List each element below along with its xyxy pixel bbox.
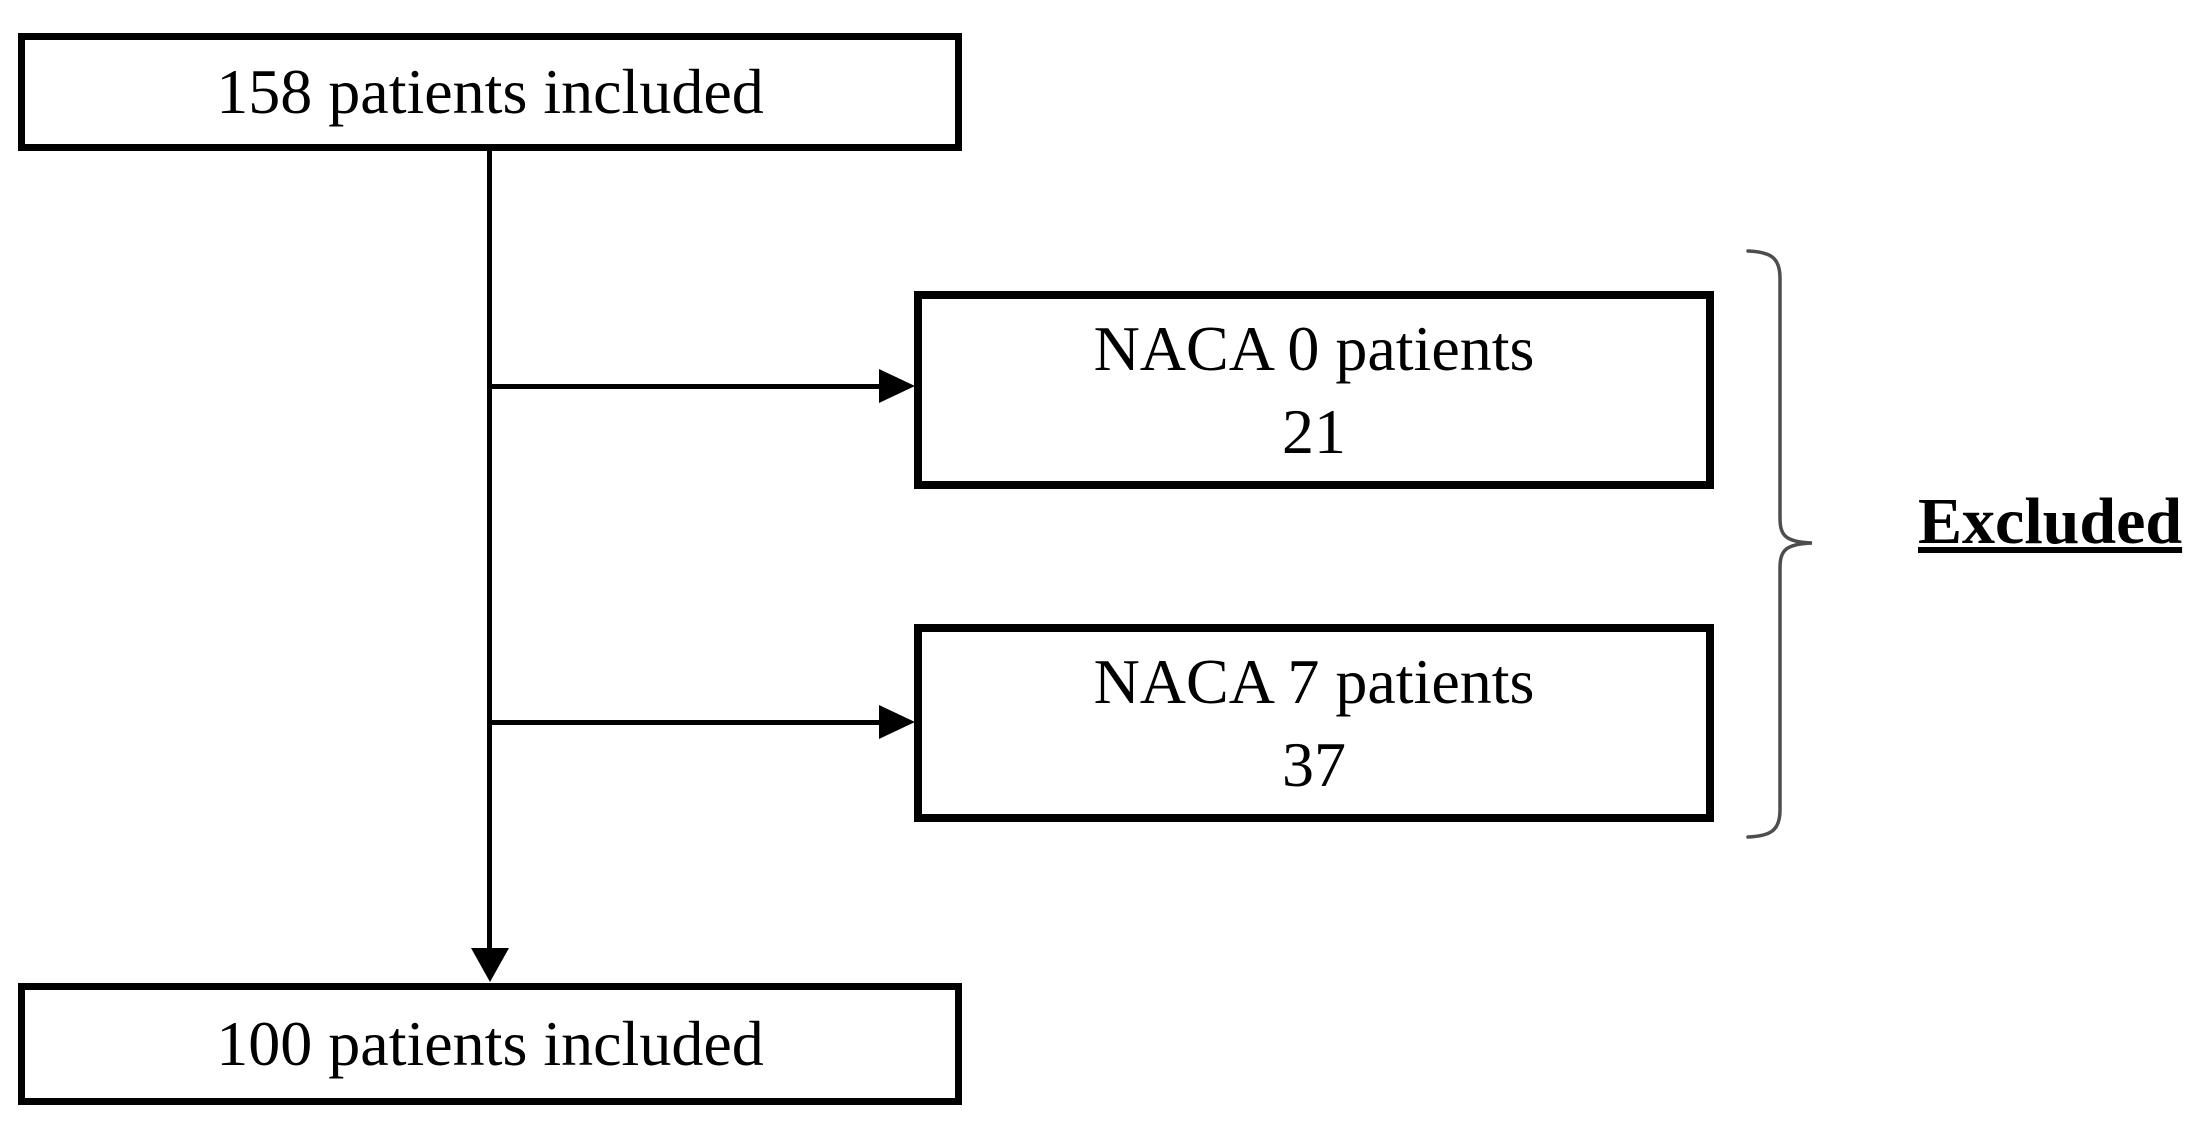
curly-brace-icon (1746, 249, 1813, 839)
flow-box-included-initial: 158 patients included (18, 33, 962, 151)
flow-box-included-final: 100 patients included (18, 983, 962, 1105)
flow-box-label: 158 patients included (216, 56, 764, 127)
flow-box-label: 100 patients included (216, 1008, 764, 1079)
arrowhead-right-icon (879, 705, 915, 739)
flow-box-count: 37 (1282, 729, 1346, 800)
arrowhead-down-icon (471, 948, 509, 982)
flow-box-label: NACA 0 patients (1093, 312, 1535, 384)
flow-connector-vertical (487, 148, 492, 950)
flow-box-naca7: NACA 7 patients 37 (914, 624, 1714, 822)
flow-connector-branch-naca0 (489, 384, 881, 389)
flow-box-naca0: NACA 0 patients 21 (914, 291, 1714, 489)
excluded-label: Excluded (1918, 485, 2183, 558)
flow-connector-branch-naca7 (489, 720, 881, 725)
arrowhead-right-icon (879, 369, 915, 403)
flow-box-count: 21 (1282, 396, 1346, 467)
flow-box-label: NACA 7 patients (1093, 645, 1535, 717)
